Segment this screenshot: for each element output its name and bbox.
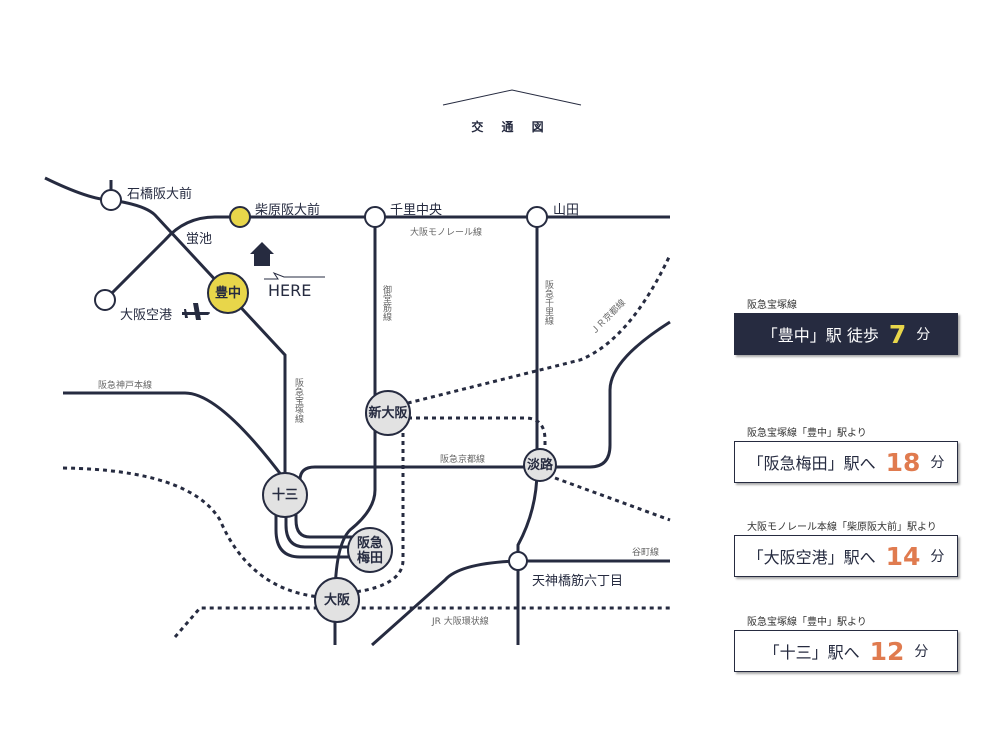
station-awaji[interactable]	[523, 448, 557, 482]
label-shibahara: 柴原阪大前	[255, 203, 321, 218]
access-minutes: 18	[885, 447, 921, 477]
station-osaka[interactable]	[314, 577, 360, 623]
line-jr-sub2	[354, 425, 405, 594]
access-text: 「十三」駅へ	[763, 643, 860, 662]
access-unit: 分	[916, 327, 931, 343]
access-minutes: 7	[888, 319, 907, 349]
station-toyonaka[interactable]	[207, 272, 249, 314]
label-line-kyoto: 阪急京都線	[440, 455, 486, 465]
line-umeda-1	[274, 500, 370, 559]
label-line-jr-loop: JR 大阪環状線	[432, 617, 489, 627]
label-shin-osaka: 新大阪	[368, 406, 408, 421]
access-card-airport: 「大阪空港」駅へ 14 分	[734, 535, 958, 577]
line-kobe	[63, 391, 287, 481]
access-unit: 分	[930, 549, 945, 565]
label-line-midosuji: 御堂筋線	[381, 285, 391, 321]
access-caption: 阪急宝塚線「豊中」駅より	[747, 428, 867, 439]
label-juso: 十三	[271, 488, 298, 503]
label-hotarugaike: 蛍池	[186, 232, 213, 247]
line-senri	[516, 217, 539, 561]
airplane-icon	[182, 303, 210, 320]
access-text: 「大阪空港」駅へ	[747, 548, 876, 567]
station-shin-osaka[interactable]	[365, 390, 411, 436]
access-text: 「阪急梅田」駅へ	[747, 454, 876, 473]
station-tenjinbashi[interactable]	[508, 551, 528, 571]
station-senri-chuo[interactable]	[364, 206, 386, 228]
label-line-tanimachi: 谷町線	[632, 548, 660, 558]
access-caption: 阪急宝塚線	[747, 300, 797, 311]
line-jr-kobe	[62, 466, 321, 599]
access-unit: 分	[914, 644, 929, 660]
access-text: 「豊中」駅 徒歩	[761, 326, 879, 345]
label-osaka: 大阪	[323, 593, 350, 608]
page-title: 交 通 図	[471, 120, 551, 134]
station-juso[interactable]	[262, 472, 308, 518]
line-jr-kyoto	[399, 254, 672, 407]
line-umeda-3	[294, 500, 370, 539]
label-senri-chuo: 千里中央	[390, 203, 443, 218]
label-osaka-airport: 大阪空港	[120, 308, 173, 323]
line-kyoto	[298, 320, 671, 481]
label-line-takarazuka: 阪急宝塚線	[293, 378, 303, 423]
here-label: HERE	[268, 281, 312, 300]
access-unit: 分	[930, 455, 945, 471]
station-yamada[interactable]	[526, 206, 548, 228]
label-line-kobe: 阪急神戸本線	[98, 381, 153, 391]
line-jr-east	[554, 476, 671, 522]
line-umeda-2	[284, 500, 370, 549]
station-osaka-airport[interactable]	[94, 289, 116, 311]
access-minutes: 12	[869, 636, 905, 666]
access-caption: 阪急宝塚線「豊中」駅より	[747, 617, 867, 628]
line-sakaisuji	[371, 559, 519, 647]
here-pointer	[264, 271, 325, 280]
station-shibahara[interactable]	[229, 206, 251, 228]
station-ishibashi[interactable]	[100, 189, 122, 211]
label-tenjinbashi: 天神橋筋六丁目	[532, 574, 624, 589]
line-monorail	[103, 215, 670, 302]
label-line-senri: 阪急千里線	[543, 280, 553, 325]
label-ishibashi: 石橋阪大前	[127, 187, 193, 202]
access-card-walk: 「豊中」駅 徒歩 7 分	[734, 313, 958, 355]
label-awaji: 淡路	[526, 458, 553, 473]
title-roof-decoration	[442, 89, 582, 106]
access-card-juso: 「十三」駅へ 12 分	[734, 630, 958, 672]
access-minutes: 14	[885, 541, 921, 571]
access-caption: 大阪モノレール本線「柴原阪大前」駅より	[747, 522, 937, 533]
home-icon	[250, 242, 274, 266]
label-line-monorail: 大阪モノレール線	[410, 228, 483, 238]
label-hankyu-umeda: 阪急梅田	[356, 536, 383, 566]
line-jr-loop	[173, 606, 670, 638]
label-yamada: 山田	[553, 203, 580, 218]
label-toyonaka: 豊中	[214, 286, 241, 301]
station-hankyu-umeda[interactable]	[347, 527, 393, 573]
access-card-umeda: 「阪急梅田」駅へ 18 分	[734, 441, 958, 483]
